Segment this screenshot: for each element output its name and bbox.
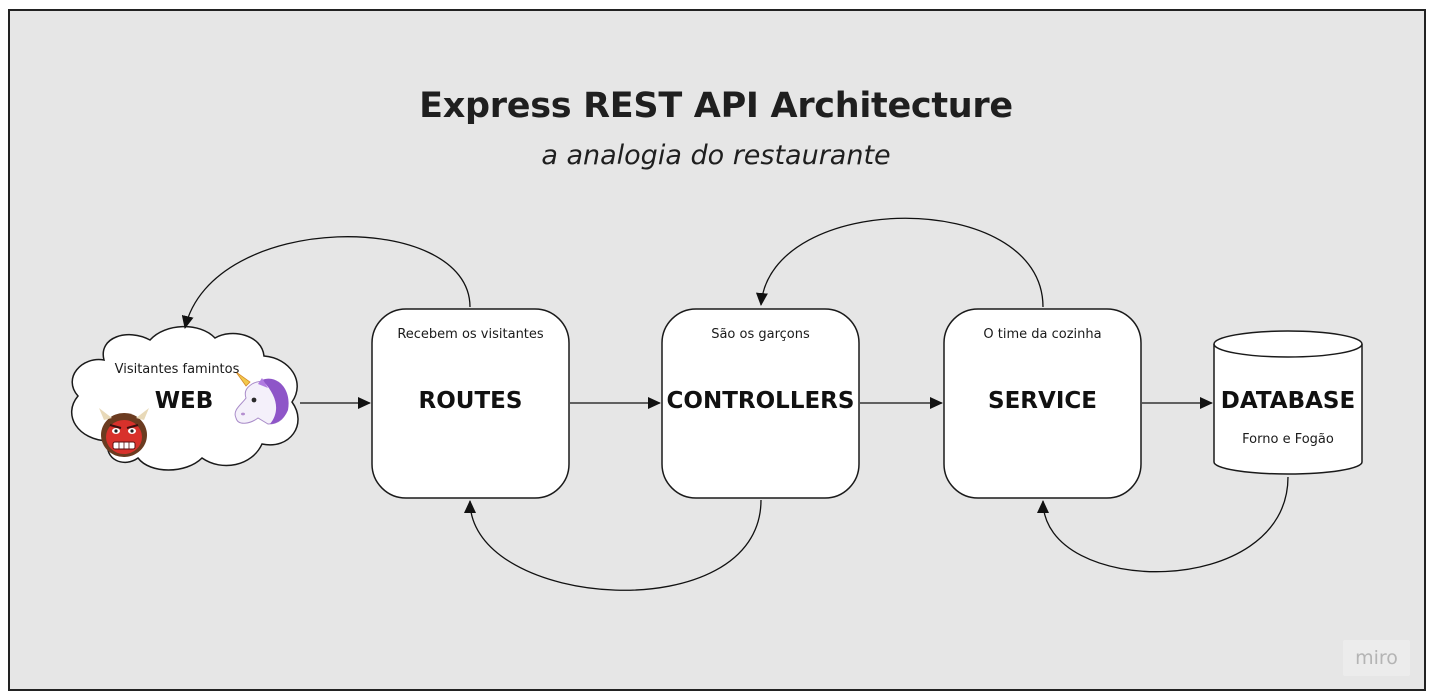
service-label: SERVICE xyxy=(988,388,1097,414)
service-note: O time da cozinha xyxy=(983,327,1102,342)
database-label: DATABASE xyxy=(1220,388,1356,414)
ogre-icon xyxy=(99,408,149,457)
web-note: Visitantes famintos xyxy=(114,362,240,377)
routes-box xyxy=(371,308,570,499)
arrow-routes-to-web xyxy=(181,236,471,329)
web-label: WEB xyxy=(154,388,214,414)
database-note: Forno e Fogão xyxy=(1242,432,1334,447)
arrow-service-to-controllers xyxy=(755,217,1044,308)
routes-label: ROUTES xyxy=(418,388,523,414)
controllers-label: CONTROLLERS xyxy=(666,388,855,414)
diagram-title: Express REST API Architecture xyxy=(419,86,1013,126)
database-cylinder xyxy=(1213,330,1363,475)
diagram-subtitle: a analogia do restaurante xyxy=(541,140,891,171)
miro-watermark: miro xyxy=(1343,640,1410,676)
routes-note: Recebem os visitantes xyxy=(397,327,544,342)
service-box xyxy=(943,308,1142,499)
controllers-note: São os garçons xyxy=(711,327,810,342)
arrow-database-to-service xyxy=(1037,476,1289,573)
unicorn-icon xyxy=(234,371,289,425)
controllers-box xyxy=(661,308,860,499)
arrow-controllers-to-routes xyxy=(464,499,762,591)
